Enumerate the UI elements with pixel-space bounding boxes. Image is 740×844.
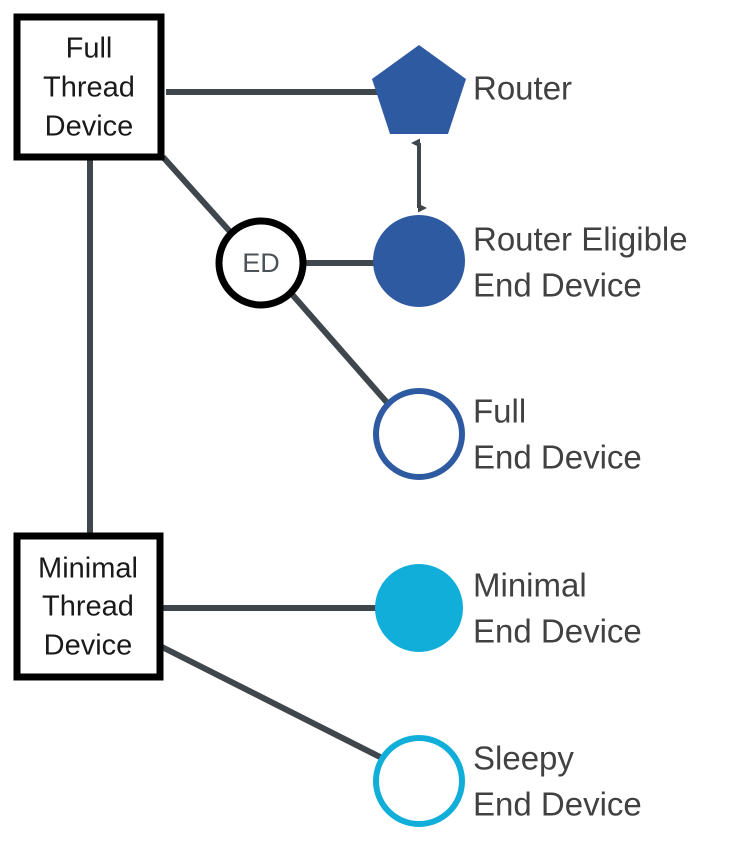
legend-node-router-eligible-end-device[interactable]: Router Eligible End Device (373, 215, 688, 307)
connector-ed-to-fed (287, 290, 393, 408)
outline-circle-icon (373, 388, 465, 480)
ed-node[interactable]: ED (215, 217, 307, 309)
reed-label-line-1: Router Eligible (473, 221, 688, 258)
connector-ftd-to-ed (160, 154, 236, 238)
filled-circle-icon (373, 215, 465, 307)
sed-label-line-2: End Device (473, 786, 642, 823)
ed-circle-icon (215, 217, 307, 309)
minimal-thread-device-label-line-1: Minimal (38, 553, 138, 585)
router-label-line-1: Router (473, 70, 572, 107)
connector-mtd-to-sed (160, 644, 390, 764)
minimal-thread-device-box (13, 532, 164, 681)
ed-node-label: ED (242, 248, 280, 278)
full-thread-device-label-line-3: Device (45, 111, 134, 143)
minimal-thread-device-label-line-2: Thread (42, 591, 134, 623)
fed-label-line-1: Full (473, 393, 526, 430)
full-thread-device-box (13, 13, 165, 161)
sed-label-line-1: Sleepy (473, 740, 574, 777)
legend-node-full-end-device[interactable]: Full End Device (373, 388, 642, 480)
full-thread-device-label-line-1: Full (66, 33, 113, 65)
legend-node-minimal-end-device[interactable]: Minimal End Device (375, 564, 642, 652)
node-full-thread-device[interactable]: Full Thread Device (13, 13, 165, 161)
filled-circle-icon (375, 564, 463, 652)
med-label-line-1: Minimal (473, 567, 587, 604)
pentagon-icon (372, 45, 466, 134)
minimal-thread-device-label-line-3: Device (44, 630, 133, 662)
outline-circle-icon (373, 735, 465, 827)
legend-node-router[interactable]: Router (372, 45, 572, 134)
fed-label-line-2: End Device (473, 439, 642, 476)
connector-group (87, 89, 393, 764)
full-thread-device-label-line-2: Thread (43, 72, 135, 104)
legend-node-sleepy-end-device[interactable]: Sleepy End Device (373, 735, 642, 827)
node-minimal-thread-device[interactable]: Minimal Thread Device (13, 532, 164, 681)
med-label-line-2: End Device (473, 613, 642, 650)
reed-label-line-2: End Device (473, 267, 642, 304)
